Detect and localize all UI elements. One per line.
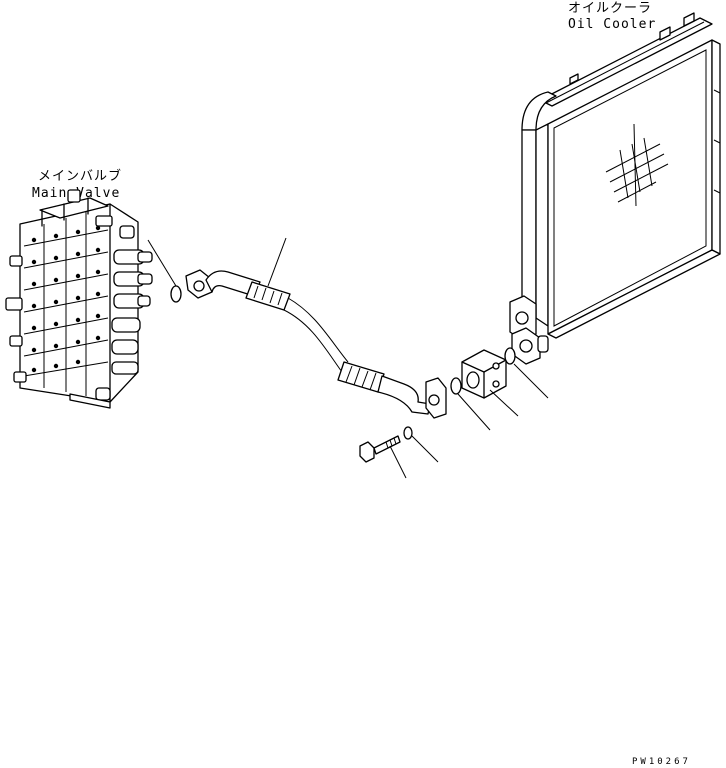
main-valve: [5, 189, 153, 409]
oil-cooler-label-jp: オイルクーラ: [568, 1, 652, 16]
oil-cooler-label-en: Oil Cooler: [568, 17, 656, 32]
o-ring-cooler: [504, 347, 516, 365]
leader-lines: [147, 237, 549, 479]
adapter-block: [461, 349, 507, 399]
bolt: [359, 435, 401, 463]
washer: [403, 426, 413, 440]
o-ring-adapter: [450, 377, 462, 395]
oil-cooler: [509, 12, 721, 365]
main-valve-label-jp: メインバルブ: [38, 168, 122, 184]
drawing-code: PW10267: [632, 757, 691, 767]
o-ring-main-valve: [170, 285, 182, 303]
hose-assembly: [185, 269, 447, 419]
